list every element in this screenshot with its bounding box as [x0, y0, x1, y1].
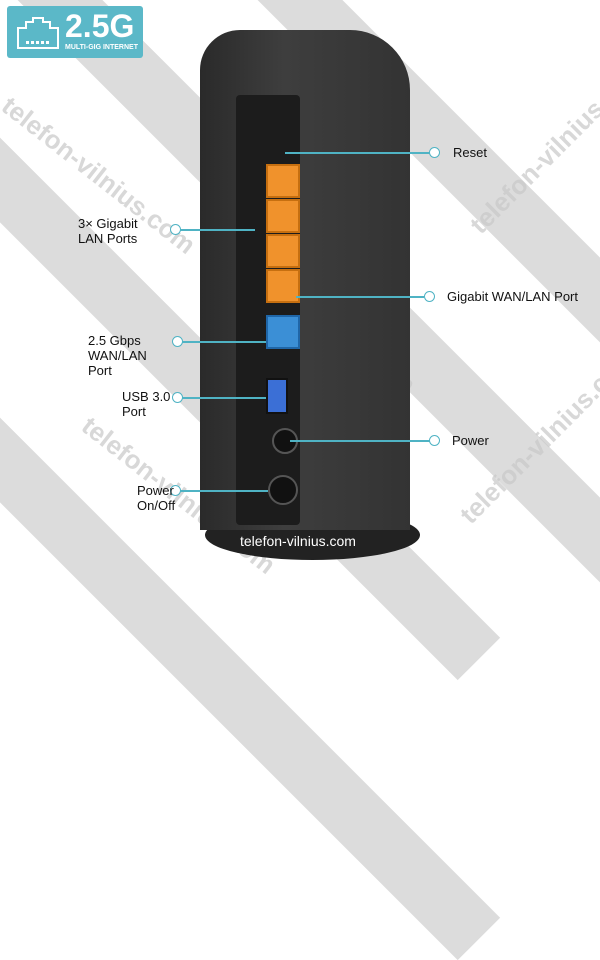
ethernet-port-icon: [17, 17, 59, 49]
reset-label: Reset: [453, 145, 487, 160]
power-label: Power: [452, 433, 489, 448]
2-5g-wan-lan-port: [266, 315, 300, 349]
gigabit-wan-lan-port: [266, 269, 300, 303]
callout-dot: [170, 224, 181, 235]
usb-label: USB 3.0 Port: [122, 389, 171, 419]
power-button: [268, 475, 298, 505]
router-body: [200, 30, 410, 530]
usb-port: [266, 378, 288, 414]
port-panel: [236, 95, 300, 525]
callout-line: [180, 229, 255, 231]
callout-dot: [172, 392, 183, 403]
callout-dot: [170, 485, 181, 496]
callout-line: [285, 152, 430, 154]
lan-port: [266, 199, 300, 233]
callout-line: [182, 341, 266, 343]
lan-port: [266, 234, 300, 268]
badge-subtitle: MULTI-GIG INTERNET: [65, 44, 138, 51]
callout-line: [180, 490, 268, 492]
callout-line: [296, 296, 424, 298]
lan-ports-label: 3× Gigabit LAN Ports: [78, 216, 138, 246]
2-5g-wan-label: 2.5 Gbps WAN/LAN Port: [88, 333, 147, 378]
gigabit-wan-label: Gigabit WAN/LAN Port: [447, 289, 579, 304]
lan-port: [266, 164, 300, 198]
multi-gig-badge: 2.5G MULTI-GIG INTERNET: [7, 6, 143, 58]
badge-speed: 2.5G: [65, 8, 135, 44]
power-switch-label: Power On/Off: [137, 483, 176, 513]
callout-dot: [429, 435, 440, 446]
callout-line: [290, 440, 430, 442]
callout-line: [182, 397, 266, 399]
footer-watermark: telefon-vilnius.com: [240, 533, 356, 549]
callout-dot: [172, 336, 183, 347]
callout-dot: [429, 147, 440, 158]
callout-dot: [424, 291, 435, 302]
